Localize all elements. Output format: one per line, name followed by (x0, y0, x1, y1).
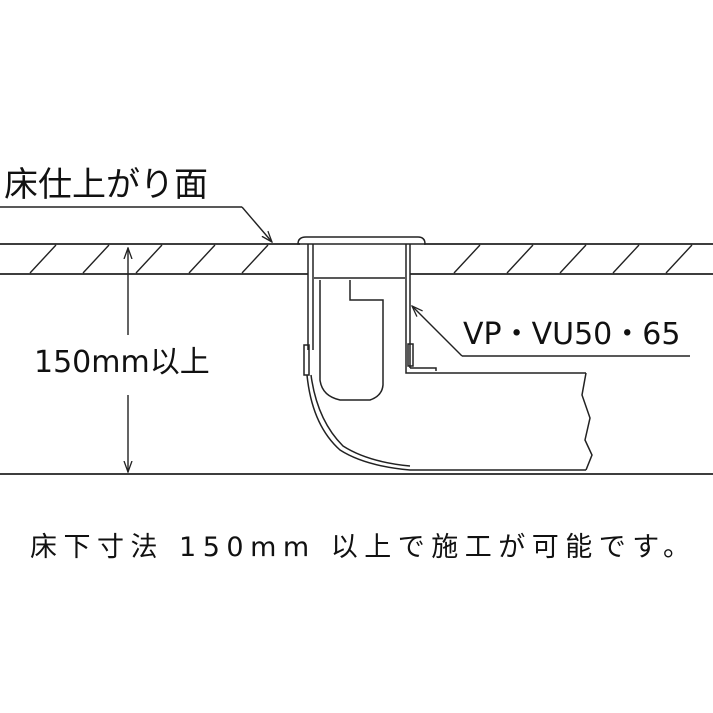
hatch-line (506, 244, 534, 274)
pipe-spec-leader (412, 306, 690, 357)
hatch-line (241, 244, 269, 274)
floor-drain (297, 236, 593, 471)
hatch-line (665, 244, 693, 274)
hatch-line (559, 244, 587, 274)
hatch-line (453, 244, 481, 274)
floor-finish-leader (0, 206, 272, 242)
hatch-line (612, 244, 640, 274)
hatch-line (135, 244, 163, 274)
hatch-line (29, 244, 57, 274)
caption: 床下寸法 150mm 以上で施工が可能です。 (30, 532, 690, 563)
hatch-line (188, 244, 216, 274)
floor-slab (0, 243, 713, 275)
floor-finish-label: 床仕上がり面 (4, 165, 208, 205)
pipe-spec-label: VP・VU50・65 (463, 317, 680, 352)
dimension-label: 150mm以上 (34, 345, 210, 380)
hatch-line (82, 244, 110, 274)
